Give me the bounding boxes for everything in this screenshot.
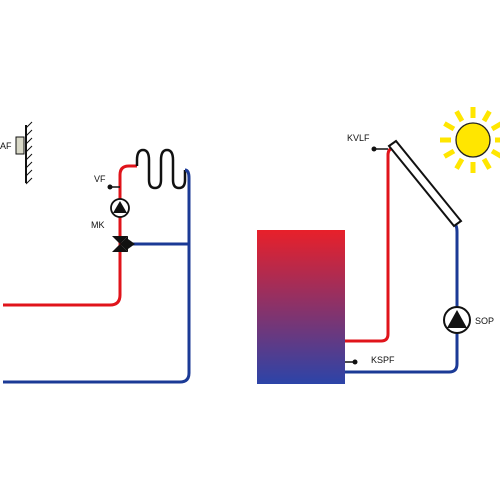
sun-ray [454, 110, 465, 123]
outdoor-sensor-body [15, 136, 25, 155]
sun-ray [481, 157, 492, 170]
flow-sensor-label: VF [94, 174, 106, 184]
outdoor-sensor: AF [0, 121, 33, 185]
sun-ray [443, 148, 456, 159]
radiator-coil [135, 148, 187, 190]
heating-return-pipe [3, 168, 191, 384]
tank-sensor: KSPF [345, 355, 395, 365]
solar-pump: SOP [443, 306, 494, 334]
sun-ray [443, 121, 456, 132]
wall-hatch [25, 121, 33, 185]
flow-sensor: VF [94, 174, 120, 190]
sun-ray [490, 148, 500, 159]
sun-icon [440, 107, 500, 173]
sun-ray [481, 110, 492, 123]
pump-triangle-icon [447, 310, 467, 328]
pump-triangle-icon [113, 201, 127, 213]
storage-tank [257, 230, 345, 384]
collector-sensor-dot-icon [371, 146, 377, 152]
tank-sensor-label: KSPF [371, 355, 395, 365]
bypass-arrow-icon [128, 239, 135, 249]
solar-pump-label: SOP [475, 316, 494, 326]
sun-rays [440, 107, 500, 173]
heating-supply-pipe [3, 164, 137, 307]
outdoor-sensor-label: AF [0, 141, 12, 151]
sun-ray [490, 121, 500, 132]
heating-pump [110, 198, 130, 218]
solar-supply-pipe [345, 146, 394, 343]
sun-ray [454, 157, 465, 170]
flow-sensor-dot-icon [107, 184, 113, 190]
sun-disc [455, 122, 491, 158]
collector-sensor: KVLF [347, 133, 388, 152]
solar-return-pipe [345, 220, 459, 374]
collector-sensor-label: KVLF [347, 133, 370, 143]
solar-collector [387, 139, 463, 228]
tank-sensor-dot-icon [352, 359, 358, 365]
mixer-valve: MK [91, 220, 128, 252]
mixer-label: MK [91, 220, 105, 230]
